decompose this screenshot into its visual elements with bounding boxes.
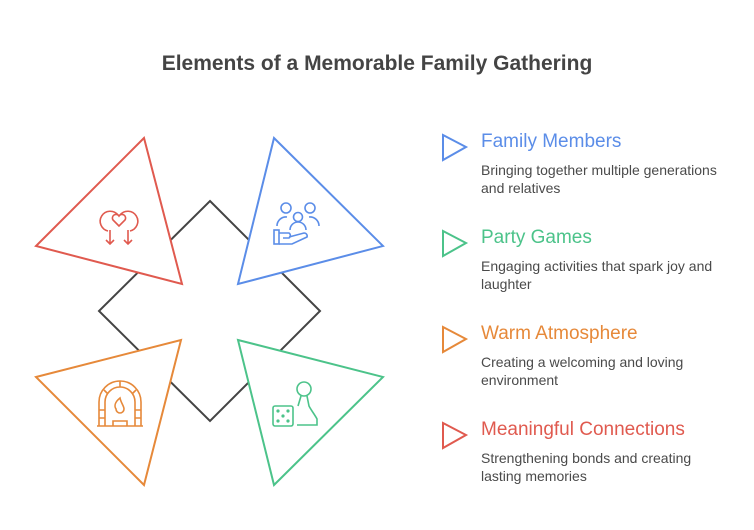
triangle-party-games <box>236 338 385 487</box>
item-title: Warm Atmosphere <box>481 323 638 344</box>
triangle-marker-icon <box>442 229 469 258</box>
item-description: Strengthening bonds and creating lasting… <box>481 450 692 484</box>
cross-diagram <box>34 136 385 487</box>
page-title: Elements of a Memorable Family Gathering <box>161 52 593 75</box>
center-diamond <box>97 199 322 423</box>
triangle-marker-icon <box>442 421 469 450</box>
dice-pawn-icon <box>272 381 318 427</box>
triangle-warm-atmosphere <box>34 338 183 487</box>
triangle-marker-icon <box>442 325 469 354</box>
item-title: Meaningful Connections <box>481 419 685 440</box>
item-description: Engaging activities that spark joy and l… <box>481 258 713 292</box>
triangle-marker-icon <box>442 133 469 162</box>
item-description: Bringing together multiple generations a… <box>481 162 717 196</box>
item-title: Family Members <box>481 131 622 152</box>
triangle-family-members <box>236 136 385 286</box>
fireplace-icon <box>97 380 143 427</box>
family-hand-icon <box>273 202 320 245</box>
item-description: Creating a welcoming and loving environm… <box>481 354 684 388</box>
heart-connection-icon <box>99 210 139 246</box>
item-title: Party Games <box>481 227 592 248</box>
